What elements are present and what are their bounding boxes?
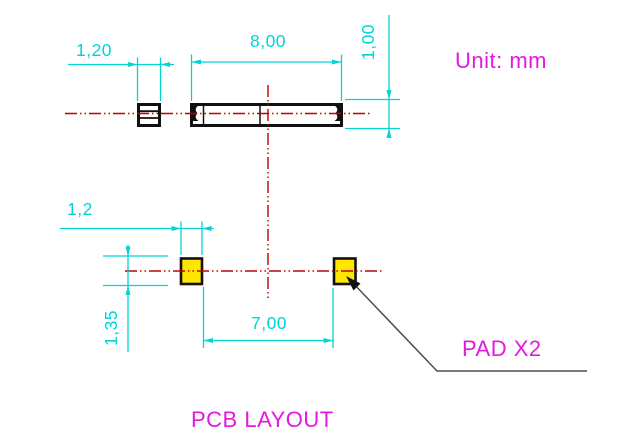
dim-label-small-pad-width: 1,20: [76, 40, 112, 60]
arrowhead: [125, 246, 131, 256]
arrowhead: [323, 338, 333, 343]
dim-label-body-length: 8,00: [250, 31, 286, 51]
top-view-outlines: [137, 103, 343, 127]
small-terminal-outline: [137, 103, 161, 127]
unit-label: Unit: mm: [455, 48, 547, 73]
dim-label-pad-height: 1,35: [101, 310, 121, 346]
arrowhead: [171, 226, 181, 231]
centerlines: [65, 85, 382, 300]
arrowhead: [386, 128, 392, 138]
dimension-labels: 1,20 8,00 1,00 1,2 1,35 7,00: [67, 24, 378, 346]
leader-arrowhead: [346, 276, 361, 291]
dimension-arrows: [125, 59, 392, 343]
arrowhead: [386, 90, 392, 100]
dim-label-body-thickness: 1,00: [358, 24, 378, 60]
annotations: Unit: mm PAD X2 PCB LAYOUT: [191, 48, 547, 432]
arrowhead: [202, 226, 212, 231]
leader-line: [351, 281, 587, 372]
dimension-lines: [60, 15, 400, 352]
dim-label-pad-width: 1,2: [67, 199, 93, 219]
arrowhead: [191, 59, 201, 65]
arrowhead: [128, 62, 138, 67]
leader-group: [351, 281, 587, 372]
arrowhead: [203, 338, 213, 343]
pad-callout-label: PAD X2: [462, 336, 542, 361]
arrowhead: [332, 59, 342, 65]
drawing-title: PCB LAYOUT: [191, 407, 334, 432]
arrowhead: [125, 285, 131, 295]
dim-label-pad-spacing: 7,00: [251, 313, 287, 333]
component-body-outline: [190, 103, 343, 127]
arrowhead: [160, 62, 170, 67]
